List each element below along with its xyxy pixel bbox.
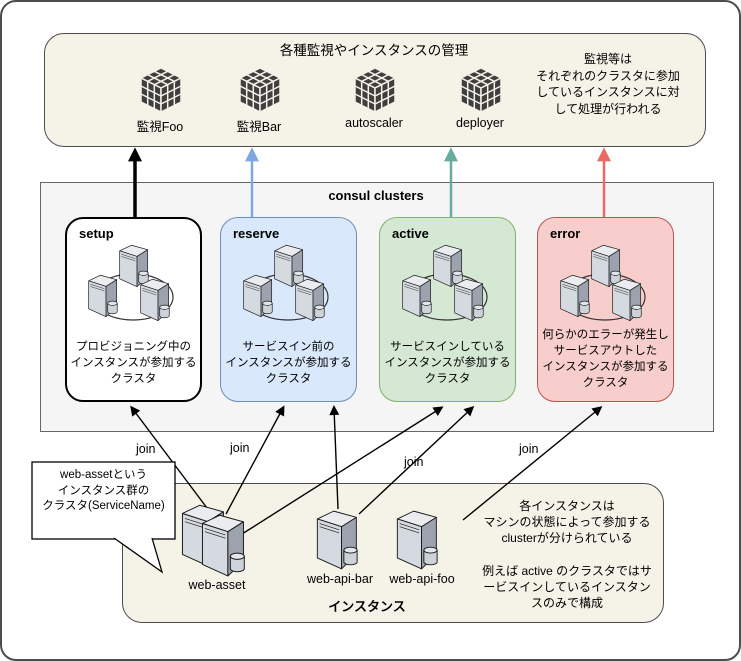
consul-clusters-title: consul clusters [328, 188, 424, 203]
callout-text: web-assetという インスタンス群の クラスタ(ServiceName) [42, 469, 165, 512]
cluster-name-error: error [550, 226, 581, 241]
cluster-description-error: 何らかのエラーが発生し サービスアウトした インスタンスが参加する クラスタ [542, 329, 669, 389]
service-label-autoscaler: autoscaler [345, 116, 403, 130]
service-label-kanshi-bar: 監視Bar [236, 120, 282, 134]
cluster-description-active: サービスインしている インスタンスが参加する クラスタ [384, 341, 511, 385]
cluster-name-setup: setup [79, 226, 114, 241]
cluster-name-active: active [392, 226, 429, 241]
instance-label-web-api-bar: web-api-bar [306, 572, 373, 586]
join-label: join [230, 441, 250, 455]
instances-title: インスタンス [328, 599, 406, 614]
join-label: join [404, 455, 424, 469]
cluster-name-reserve: reserve [233, 226, 280, 241]
instance-label-web-asset: web-asset [188, 578, 246, 592]
management-note: 監視等は それぞれのクラスタに参加 しているインスタンスに対 して処理が行われる [536, 52, 680, 116]
instances-note: 各インスタンスは マシンの状態によって参加する clusterが分けられている … [482, 499, 652, 611]
service-label-deployer: deployer [456, 116, 504, 130]
cluster-description-reserve: サービスイン前の インスタンスが参加する クラスタ [225, 341, 352, 385]
instance-label-web-api-foo: web-api-foo [389, 572, 455, 586]
management-title: 各種監視やインスタンスの管理 [279, 43, 469, 58]
service-label-kanshi-foo: 監視Foo [136, 120, 184, 134]
join-label: join [519, 442, 539, 456]
cluster-description-setup: プロビジョニング中の インスタンスが参加する クラスタ [70, 341, 197, 385]
join-label: join [136, 442, 156, 456]
